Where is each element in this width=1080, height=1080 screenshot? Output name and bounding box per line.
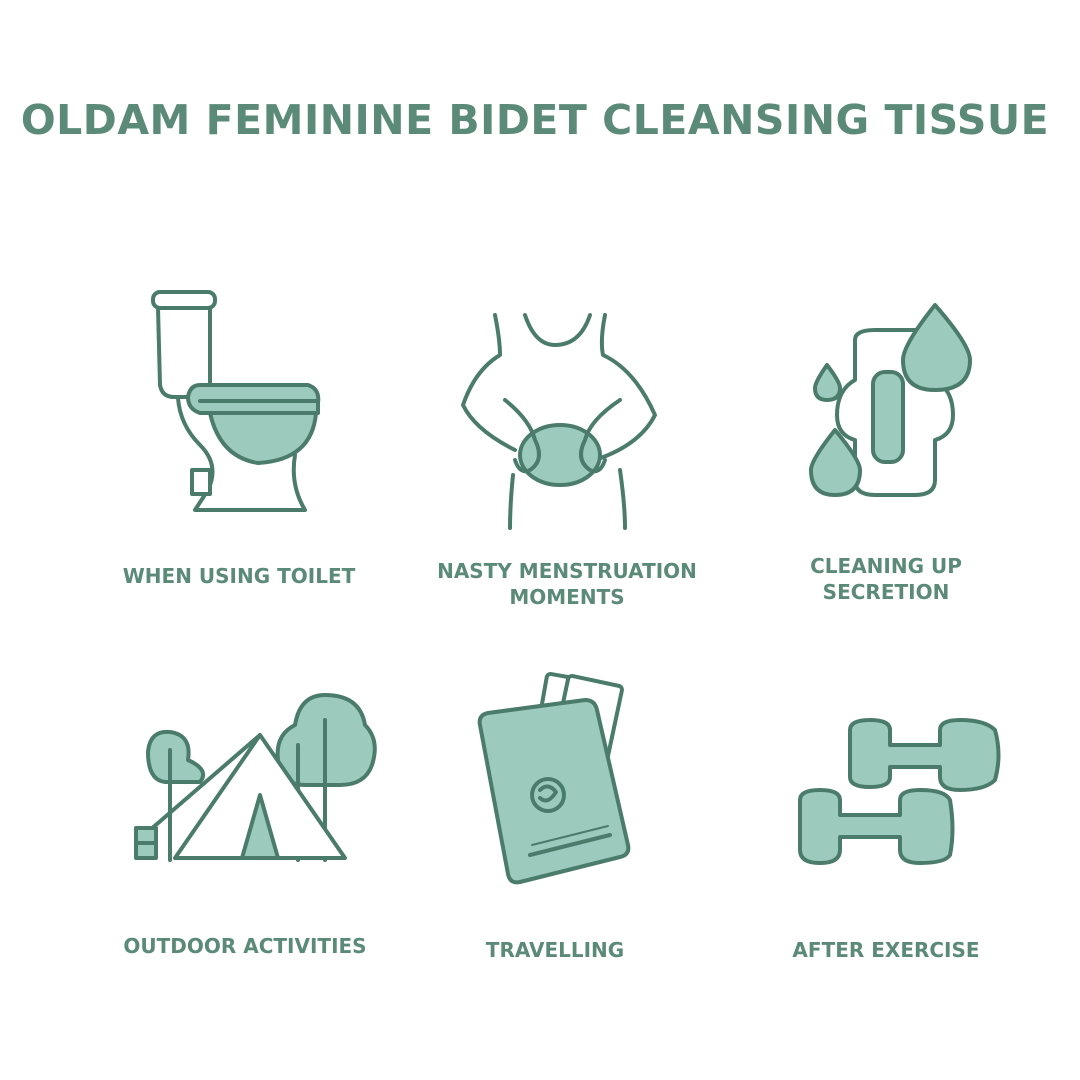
item-label: AFTER EXERCISE xyxy=(792,938,980,962)
dumbbell-icon xyxy=(798,718,1001,865)
item-label: NASTY MENSTRUATION MOMENTS xyxy=(437,559,697,609)
item-label: TRAVELLING xyxy=(485,938,625,962)
item-label: WHEN USING TOILET xyxy=(122,564,356,588)
tent-icon xyxy=(134,693,377,862)
sanitary-pad-icon xyxy=(809,303,972,497)
item-label: CLEANING UP SECRETION xyxy=(810,554,962,604)
item-label: OUTDOOR ACTIVITIES xyxy=(123,934,367,958)
menstruation-icon xyxy=(461,313,657,530)
toilet-icon xyxy=(151,290,321,512)
passport-icon xyxy=(477,672,631,885)
page-title: OLDAM FEMININE BIDET CLEANSING TISSUE xyxy=(20,96,1050,144)
